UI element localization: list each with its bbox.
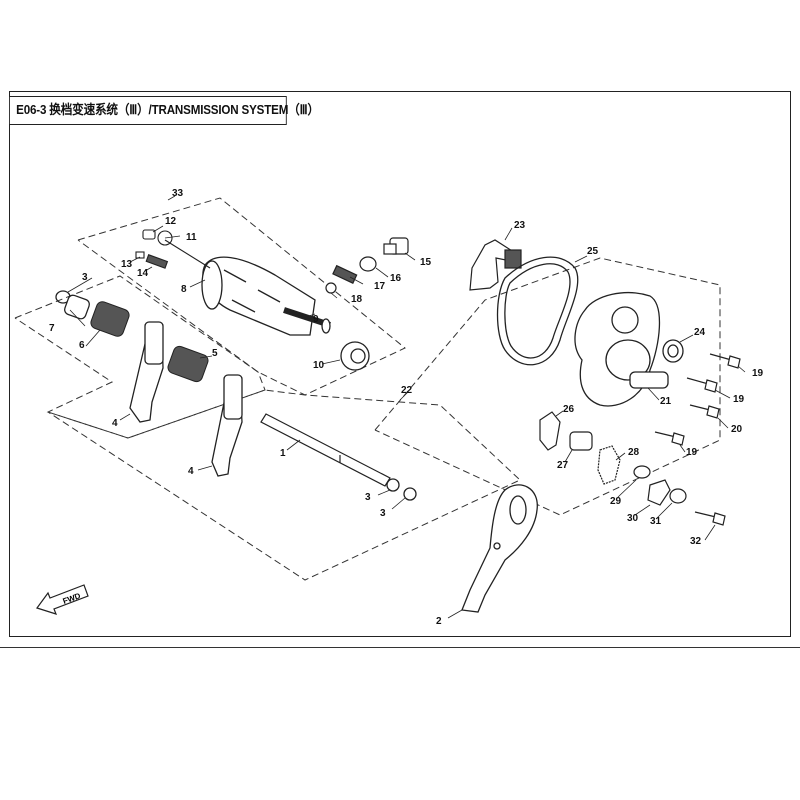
callout-7: 7 bbox=[49, 323, 55, 334]
callout-30: 30 bbox=[627, 513, 639, 524]
callout-6: 6 bbox=[79, 340, 85, 351]
callout-11: 11 bbox=[186, 232, 197, 243]
parts-26-31 bbox=[539, 411, 687, 506]
callout-12: 12 bbox=[165, 216, 177, 227]
assembly-group-outlines bbox=[14, 197, 721, 581]
shift-drum bbox=[201, 256, 331, 336]
bottom-rule bbox=[0, 647, 800, 648]
callout-labels: 33 12 11 13 14 8 9 10 15 16 17 18 23 25 … bbox=[49, 188, 764, 627]
callout-25: 25 bbox=[587, 246, 599, 257]
parts-15-18 bbox=[325, 237, 409, 294]
group-33-outline bbox=[77, 197, 406, 396]
small-parts-11-14 bbox=[135, 229, 211, 269]
callout-14: 14 bbox=[137, 268, 149, 279]
shift-arm bbox=[461, 484, 538, 613]
diagram-frame bbox=[9, 91, 791, 637]
callout-8: 8 bbox=[181, 284, 187, 295]
callout-24: 24 bbox=[694, 327, 706, 338]
gasket bbox=[496, 256, 579, 366]
callout-22: 22 bbox=[401, 385, 413, 396]
callout-32: 32 bbox=[690, 536, 702, 547]
callout-33: 33 bbox=[172, 188, 184, 199]
oil-seal bbox=[662, 339, 684, 363]
callout-31: 31 bbox=[650, 516, 662, 527]
callout-4-a: 4 bbox=[112, 418, 118, 429]
callout-5: 5 bbox=[212, 348, 218, 359]
callout-15: 15 bbox=[420, 257, 432, 268]
callout-23: 23 bbox=[514, 220, 526, 231]
shift-shaft bbox=[260, 413, 391, 487]
group-cover-outline bbox=[374, 257, 721, 516]
callout-19-a: 19 bbox=[752, 368, 764, 379]
callout-3-b: 3 bbox=[365, 492, 371, 503]
callout-27: 27 bbox=[557, 460, 569, 471]
callout-28: 28 bbox=[628, 447, 640, 458]
collar bbox=[64, 294, 90, 320]
drum-cam-10 bbox=[340, 341, 370, 371]
bolts bbox=[654, 353, 741, 526]
diagram-title: E06-3 换档变速系统（Ⅲ）/TRANSMISSION SYSTEM（Ⅲ） bbox=[9, 96, 319, 125]
callout-18: 18 bbox=[351, 294, 363, 305]
callout-29: 29 bbox=[610, 496, 622, 507]
callout-4-b: 4 bbox=[188, 466, 194, 477]
stopper-lever bbox=[469, 239, 522, 291]
callout-2: 2 bbox=[436, 616, 442, 627]
shift-forks bbox=[129, 321, 243, 477]
group-shift-forks-outline bbox=[14, 275, 266, 439]
callout-13: 13 bbox=[121, 259, 133, 270]
callout-26: 26 bbox=[563, 404, 575, 415]
callout-3-c: 3 bbox=[380, 508, 386, 519]
callout-1: 1 bbox=[280, 448, 286, 459]
callout-19-c: 19 bbox=[686, 447, 698, 458]
group-22-outline bbox=[47, 389, 521, 581]
springs bbox=[90, 301, 209, 383]
cover bbox=[574, 292, 669, 407]
leader-lines bbox=[67, 195, 746, 619]
callout-3-a: 3 bbox=[82, 272, 88, 283]
fwd-arrow: FWD bbox=[36, 584, 89, 615]
callout-19-b: 19 bbox=[733, 394, 745, 405]
callout-10: 10 bbox=[313, 360, 325, 371]
callout-21: 21 bbox=[660, 396, 672, 407]
callout-9: 9 bbox=[313, 314, 319, 325]
callout-20: 20 bbox=[731, 424, 743, 435]
callout-17: 17 bbox=[374, 281, 386, 292]
callout-16: 16 bbox=[390, 273, 402, 284]
